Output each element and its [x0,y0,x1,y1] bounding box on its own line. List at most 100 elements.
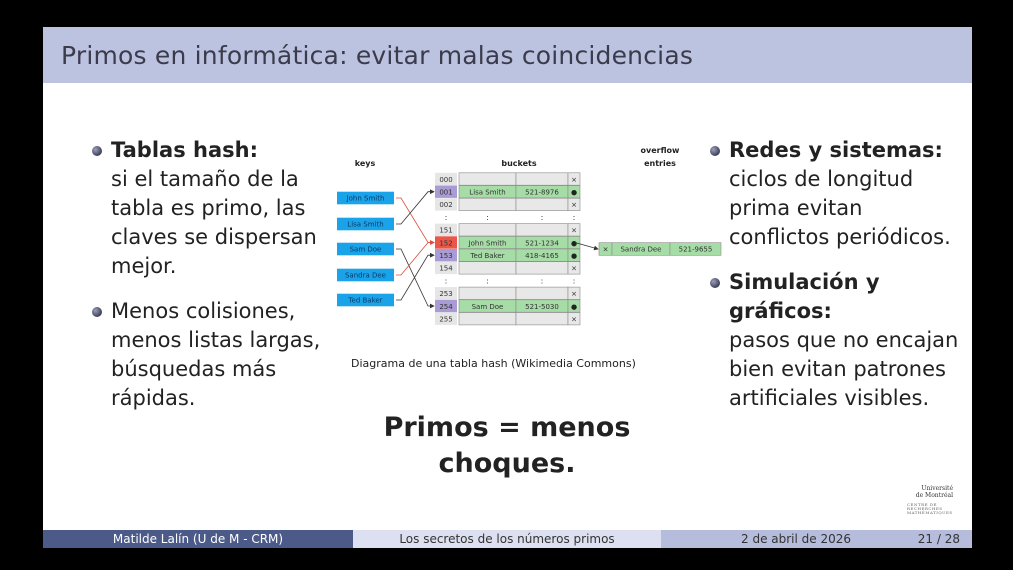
bucket-index-cell [435,185,457,198]
bucket-name-cell [458,261,517,275]
footer-date: 2 de abril de 2026 [741,532,852,546]
ellipsis-dots: : [573,277,576,286]
bucket-phone-cell [515,223,569,237]
bucket-name: Lisa Smith [469,189,505,197]
conclusion-line-2: choques. [438,448,576,479]
bucket-index-cell [435,172,457,186]
bucket-phone-cell [515,197,569,211]
bullet-item: Tablas hash: si el tamaño de la tabla es… [92,136,321,281]
ellipsis-dots: : [486,277,489,286]
bullet-text: si el tamaño de la tabla es primo, las c… [111,167,317,278]
bucket-phone: 418-4165 [525,252,559,260]
logo-line-1: Université [921,485,953,492]
overflow-name: Sandra Dee [620,246,661,254]
bucket-index: 154 [439,265,453,273]
bucket-name-cell [458,312,517,326]
bucket-index: 152 [439,239,452,247]
buckets-header: buckets [501,159,537,168]
bucket-index: 002 [439,201,452,209]
bullet-icon [710,146,720,156]
bucket-marker-cell [567,312,581,326]
bullet-text: pasos que no encajan bien evitan patrone… [729,328,959,410]
bucket-index: 151 [439,227,452,235]
key-box [337,242,394,256]
ellipsis-dots: : [541,213,544,222]
bullet-heading: Redes y sistemas: [729,138,943,162]
title-bar: Primos en informática: evitar malas coin… [43,27,972,83]
pointer-dot-icon: ● [571,303,577,311]
key-label: Sandra Dee [345,272,386,280]
key-hash-arrow [396,240,435,276]
footer-page-number[interactable]: 21 / 28 [917,532,960,546]
bullet-icon [710,278,720,288]
left-column: Tablas hash: si el tamaño de la tabla es… [92,136,321,429]
key-hash-arrow [396,197,435,245]
footer-author: Matilde Lalín (U de M - CRM) [43,530,353,548]
bullet-heading: Tablas hash: [111,138,258,162]
bucket-phone-cell [515,261,569,275]
bucket-name: Sam Doe [472,303,504,311]
bucket-marker-cell [567,185,581,199]
key-label: John Smith [346,195,385,203]
ellipsis-dots: : [541,277,544,286]
university-logo: Université de Montréal CENTRE DE RECHERC… [893,485,953,515]
bucket-phone: 521-8976 [525,189,559,197]
pointer-dot-icon: ● [571,252,577,260]
bullet-text: Menos colisiones, menos listas largas, b… [111,299,321,410]
null-marker-icon: × [571,290,577,298]
overflow-header: overflow [641,146,681,155]
ellipsis-dots: : [445,213,448,222]
key-box [337,268,394,282]
bullet-item: Redes y sistemas: ciclos de longitud pri… [710,136,959,252]
bucket-name: John Smith [468,239,507,247]
bucket-index-cell [435,198,457,211]
bucket-index: 001 [439,189,452,197]
bullet-heading: Simulación y gráficos: [729,270,880,323]
bullet-icon [92,146,102,156]
bucket-index-cell [435,299,457,313]
footer: Matilde Lalín (U de M - CRM) Los secreto… [43,530,972,548]
key-box [337,191,394,205]
null-marker-icon: × [603,246,609,254]
bucket-name-cell [458,172,517,186]
conclusion-line-1: Primos = menos [383,412,631,443]
slide-title: Primos en informática: evitar malas coin… [61,41,694,70]
conclusion-text: Primos = menos choques. [357,410,657,482]
bucket-index-cell [435,236,457,249]
bucket-marker-cell [567,261,581,275]
bucket-index: 254 [439,303,453,311]
bucket-phone-cell [515,172,569,186]
bucket-phone: 521-1234 [525,239,559,247]
bucket-marker-cell [567,172,581,186]
footer-meta: 2 de abril de 2026 21 / 28 [661,530,972,548]
bucket-index-cell [435,249,457,262]
key-box [337,217,394,231]
null-marker-icon: × [571,265,577,273]
bucket-index: 153 [439,252,452,260]
right-column: Redes y sistemas: ciclos de longitud pri… [710,136,959,429]
crm-logo: CENTRE DE RECHERCHES MATHÉMATIQUES [907,502,953,515]
key-box [337,293,394,307]
key-hash-arrow [396,252,435,301]
overflow-header: entries [644,159,676,168]
bullet-icon [92,307,102,317]
overflow-phone-cell [669,242,722,256]
bucket-index-cell [435,312,457,325]
bucket-marker-cell [567,197,581,211]
null-marker-icon: × [571,227,577,235]
keys-header: keys [355,159,376,168]
bucket-phone-cell [515,312,569,326]
overflow-chain-arrow [574,242,599,251]
bucket-index: 000 [439,176,452,184]
null-marker-icon: × [571,176,577,184]
bucket-index: 253 [439,290,452,298]
footer-talk-title: Los secretos de los números primos [353,530,661,548]
key-label: Ted Baker [347,297,382,305]
bucket-index-cell [435,261,457,275]
figure-caption: Diagrama de una tabla hash (Wikimedia Co… [351,357,636,370]
key-label: Lisa Smith [347,221,383,229]
slide: Primos en informática: evitar malas coin… [43,27,972,548]
bucket-index-cell [435,287,457,300]
bucket-index: 255 [439,316,452,324]
